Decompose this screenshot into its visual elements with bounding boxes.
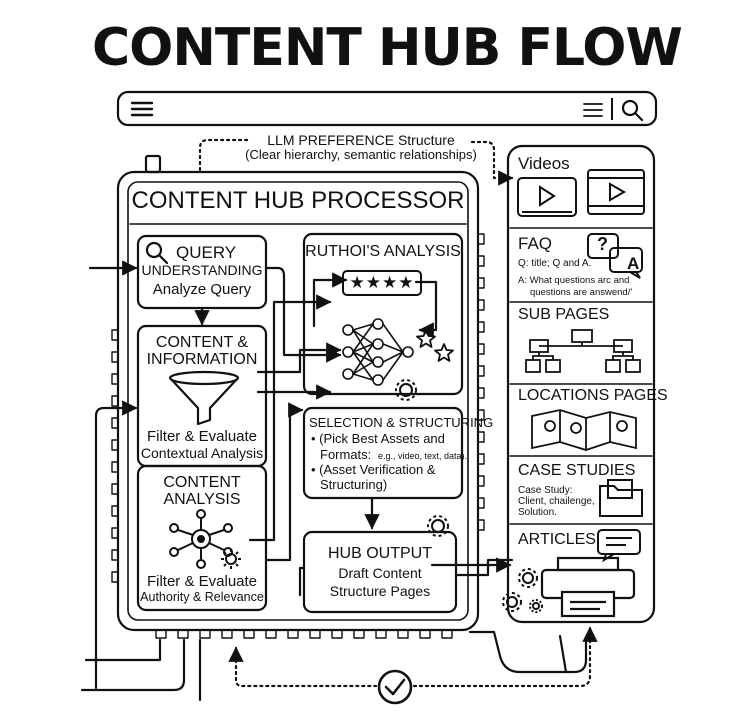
rating-stars: ★★★★ <box>342 270 422 296</box>
sidebar-frame <box>506 144 656 624</box>
faq-bubble-q: ? <box>597 234 608 254</box>
articles-title: ARTICLES <box>518 531 596 548</box>
content-info-line1: CONTENT & <box>155 334 249 351</box>
videos-title: Videos <box>518 154 570 173</box>
selection-bullet1c: e.g., video, text, data). <box>378 451 468 461</box>
faq-line1: Q: title; Q and A. <box>518 258 592 269</box>
gear-icon <box>221 549 241 569</box>
menu-icon[interactable] <box>130 99 154 119</box>
speech-bubble-icon <box>597 529 641 562</box>
hub-output-line3: Structure Pages <box>329 583 431 599</box>
map-icon <box>531 409 637 451</box>
left-connector-ticks <box>111 329 119 583</box>
query-line1: QUERY <box>176 243 237 262</box>
play-icon <box>517 177 577 217</box>
selection-bullet1a: • (Pick Best Assets and <box>311 431 445 446</box>
faq-line3: questions are answend/' <box>530 287 633 298</box>
case-studies-line2: Client, chailenge, <box>518 496 595 507</box>
gear-icon <box>395 379 417 401</box>
right-connector-ticks <box>477 233 485 531</box>
faq-title: FAQ <box>518 234 553 253</box>
checkmark-icon <box>377 669 413 705</box>
printer-icon <box>540 556 636 618</box>
magnifier-icon <box>145 241 169 265</box>
list-icon[interactable] <box>582 100 604 120</box>
folder-icon <box>599 479 643 517</box>
funnel-icon <box>168 370 240 426</box>
selection-bullet2a: • (Asset Verification & <box>311 462 436 477</box>
gear-icon <box>427 515 449 537</box>
selection-bullet2b: Structuring) <box>320 477 388 492</box>
query-line2: UNDERSTANDING <box>141 262 263 278</box>
hub-output-line2: Draft Content <box>338 565 422 581</box>
neural-network-icon <box>342 318 414 386</box>
sub-pages-title: SUB PAGES <box>518 306 610 323</box>
annotation-line1: LLM PREFERENCE Structure <box>267 132 455 148</box>
bottom-connector-ticks <box>155 629 453 639</box>
network-icon <box>169 509 233 569</box>
author-analysis-box <box>302 232 464 396</box>
sitemap-icon <box>525 329 641 373</box>
search-icon[interactable] <box>620 98 644 122</box>
hub-output-line1: HUB OUTPUT <box>328 545 432 562</box>
content-analysis-box <box>136 464 268 612</box>
content-info-line4: Contextual Analysis <box>140 445 264 461</box>
case-studies-title: CASE STUDIES <box>518 462 636 479</box>
content-analysis-line3: Filter & Evaluate <box>146 573 258 590</box>
gear-icon <box>502 568 543 613</box>
browser-bar <box>116 90 658 127</box>
content-analysis-line2: ANALYSIS <box>163 491 241 508</box>
faq-line2: A: What questions arc and <box>518 275 630 286</box>
film-icon <box>587 169 645 215</box>
query-line3: Analyze Query <box>152 281 252 298</box>
processor-title: CONTENT HUB PROCESSOR <box>131 187 465 214</box>
case-studies-line1: Case Study: <box>518 485 573 496</box>
content-analysis-line4: Authority & Relevance <box>140 590 264 604</box>
selection-box <box>302 406 464 500</box>
page-title: CONTENT HUB FLOW <box>92 18 683 78</box>
annotation-line2: (Clear hierarchy, semantic relationships… <box>245 147 477 162</box>
divider <box>611 98 613 120</box>
content-analysis-line1: CONTENT <box>163 474 241 491</box>
selection-bullet1b: Formats: <box>320 447 372 462</box>
selection-title: SELECTION & STRUCTURING <box>309 415 494 430</box>
author-analysis-title: RUTHOI'S ANALYSIS <box>305 243 461 260</box>
speech-bubble-icon <box>587 233 643 279</box>
locations-title: LOCATIONS PAGES <box>518 387 668 404</box>
case-studies-line3: Solution. <box>518 507 557 518</box>
faq-bubble-a: A <box>627 254 640 273</box>
content-info-line3: Filter & Evaluate <box>146 428 258 445</box>
hub-output-box <box>302 530 458 614</box>
content-info-line2: INFORMATION <box>146 351 258 368</box>
star-icon <box>416 329 454 362</box>
